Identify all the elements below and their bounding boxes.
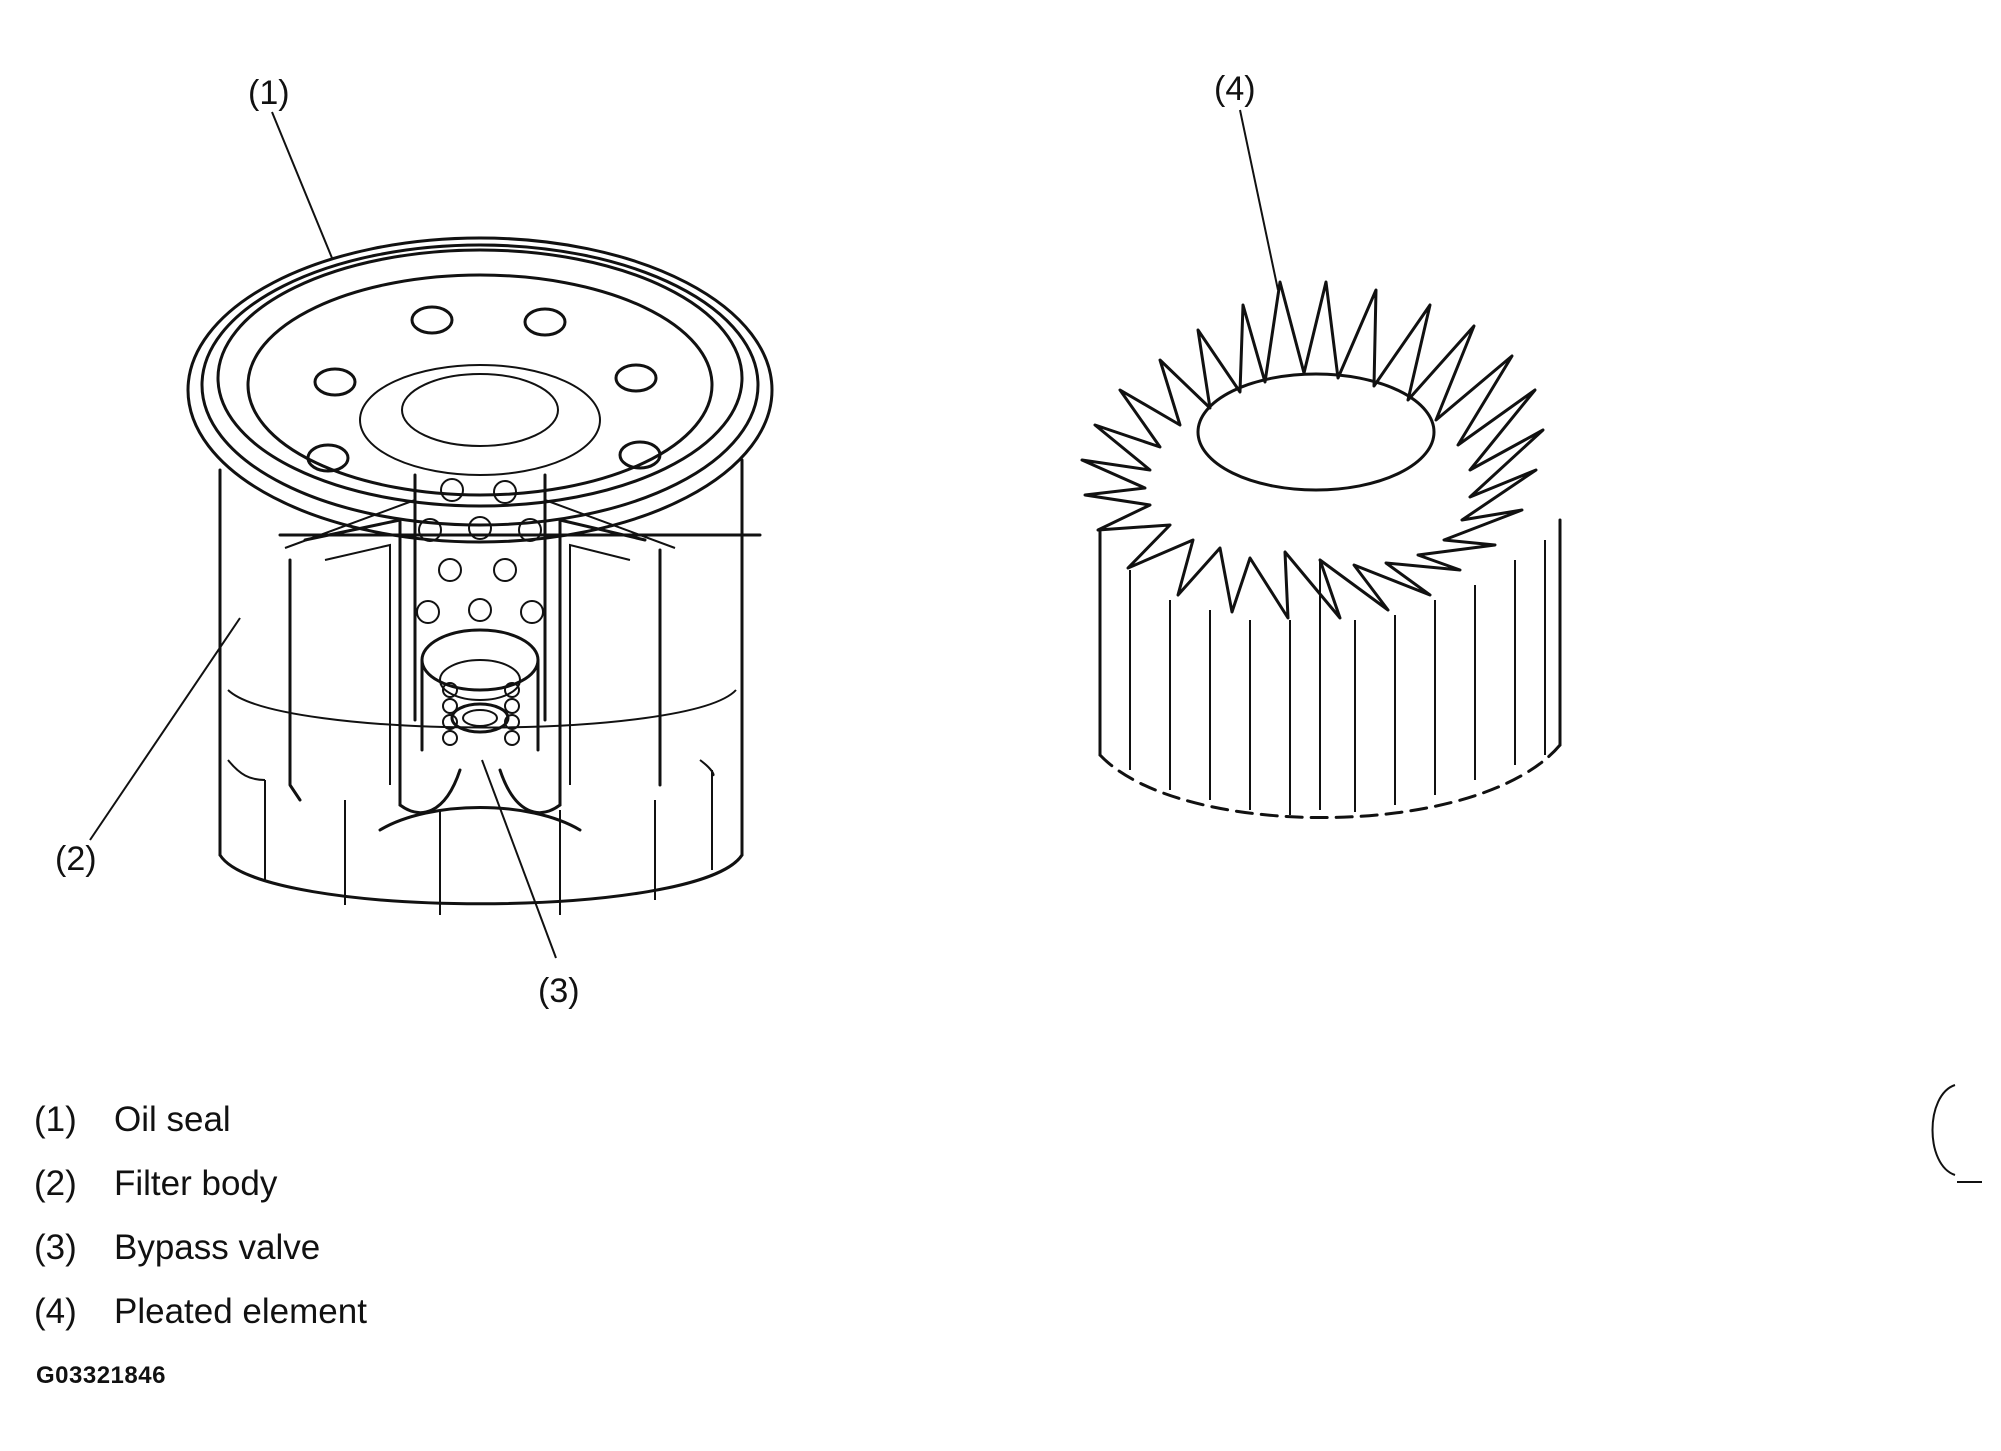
legend-number: (1) xyxy=(34,1100,77,1139)
legend-label: Pleated element xyxy=(114,1292,367,1331)
legend-number: (4) xyxy=(34,1292,77,1331)
legend-item-oil-seal: (1) Oil seal xyxy=(34,1100,367,1164)
callout-2: (2) xyxy=(55,840,97,878)
leader-line-4 xyxy=(1239,109,1279,291)
callout-4: (4) xyxy=(1214,70,1256,108)
callout-1: (1) xyxy=(248,74,290,112)
legend-number: (2) xyxy=(34,1164,77,1203)
pleated-element-center-disc xyxy=(1196,372,1436,492)
legend: (1) Oil seal (2) Filter body (3) Bypass … xyxy=(34,1100,367,1356)
oil-filter-cutaway xyxy=(186,236,774,915)
legend-item-filter-body: (2) Filter body xyxy=(34,1164,367,1228)
legend-item-bypass-valve: (3) Bypass valve xyxy=(34,1228,367,1292)
pleated-element xyxy=(1080,280,1562,819)
edge-mark xyxy=(1931,1084,1982,1183)
legend-label: Oil seal xyxy=(114,1100,231,1139)
leader-line-3 xyxy=(481,759,557,959)
leader-lines xyxy=(89,109,1279,959)
legend-label: Bypass valve xyxy=(114,1228,321,1267)
callout-3: (3) xyxy=(538,972,580,1010)
leader-line-1 xyxy=(271,111,333,259)
legend-label: Filter body xyxy=(114,1164,278,1203)
pleated-element-star-top xyxy=(1080,280,1545,620)
figure-code: G03321846 xyxy=(36,1362,166,1389)
legend-item-pleated-element: (4) Pleated element xyxy=(34,1292,367,1356)
leader-line-2 xyxy=(89,617,241,841)
legend-number: (3) xyxy=(34,1228,77,1267)
